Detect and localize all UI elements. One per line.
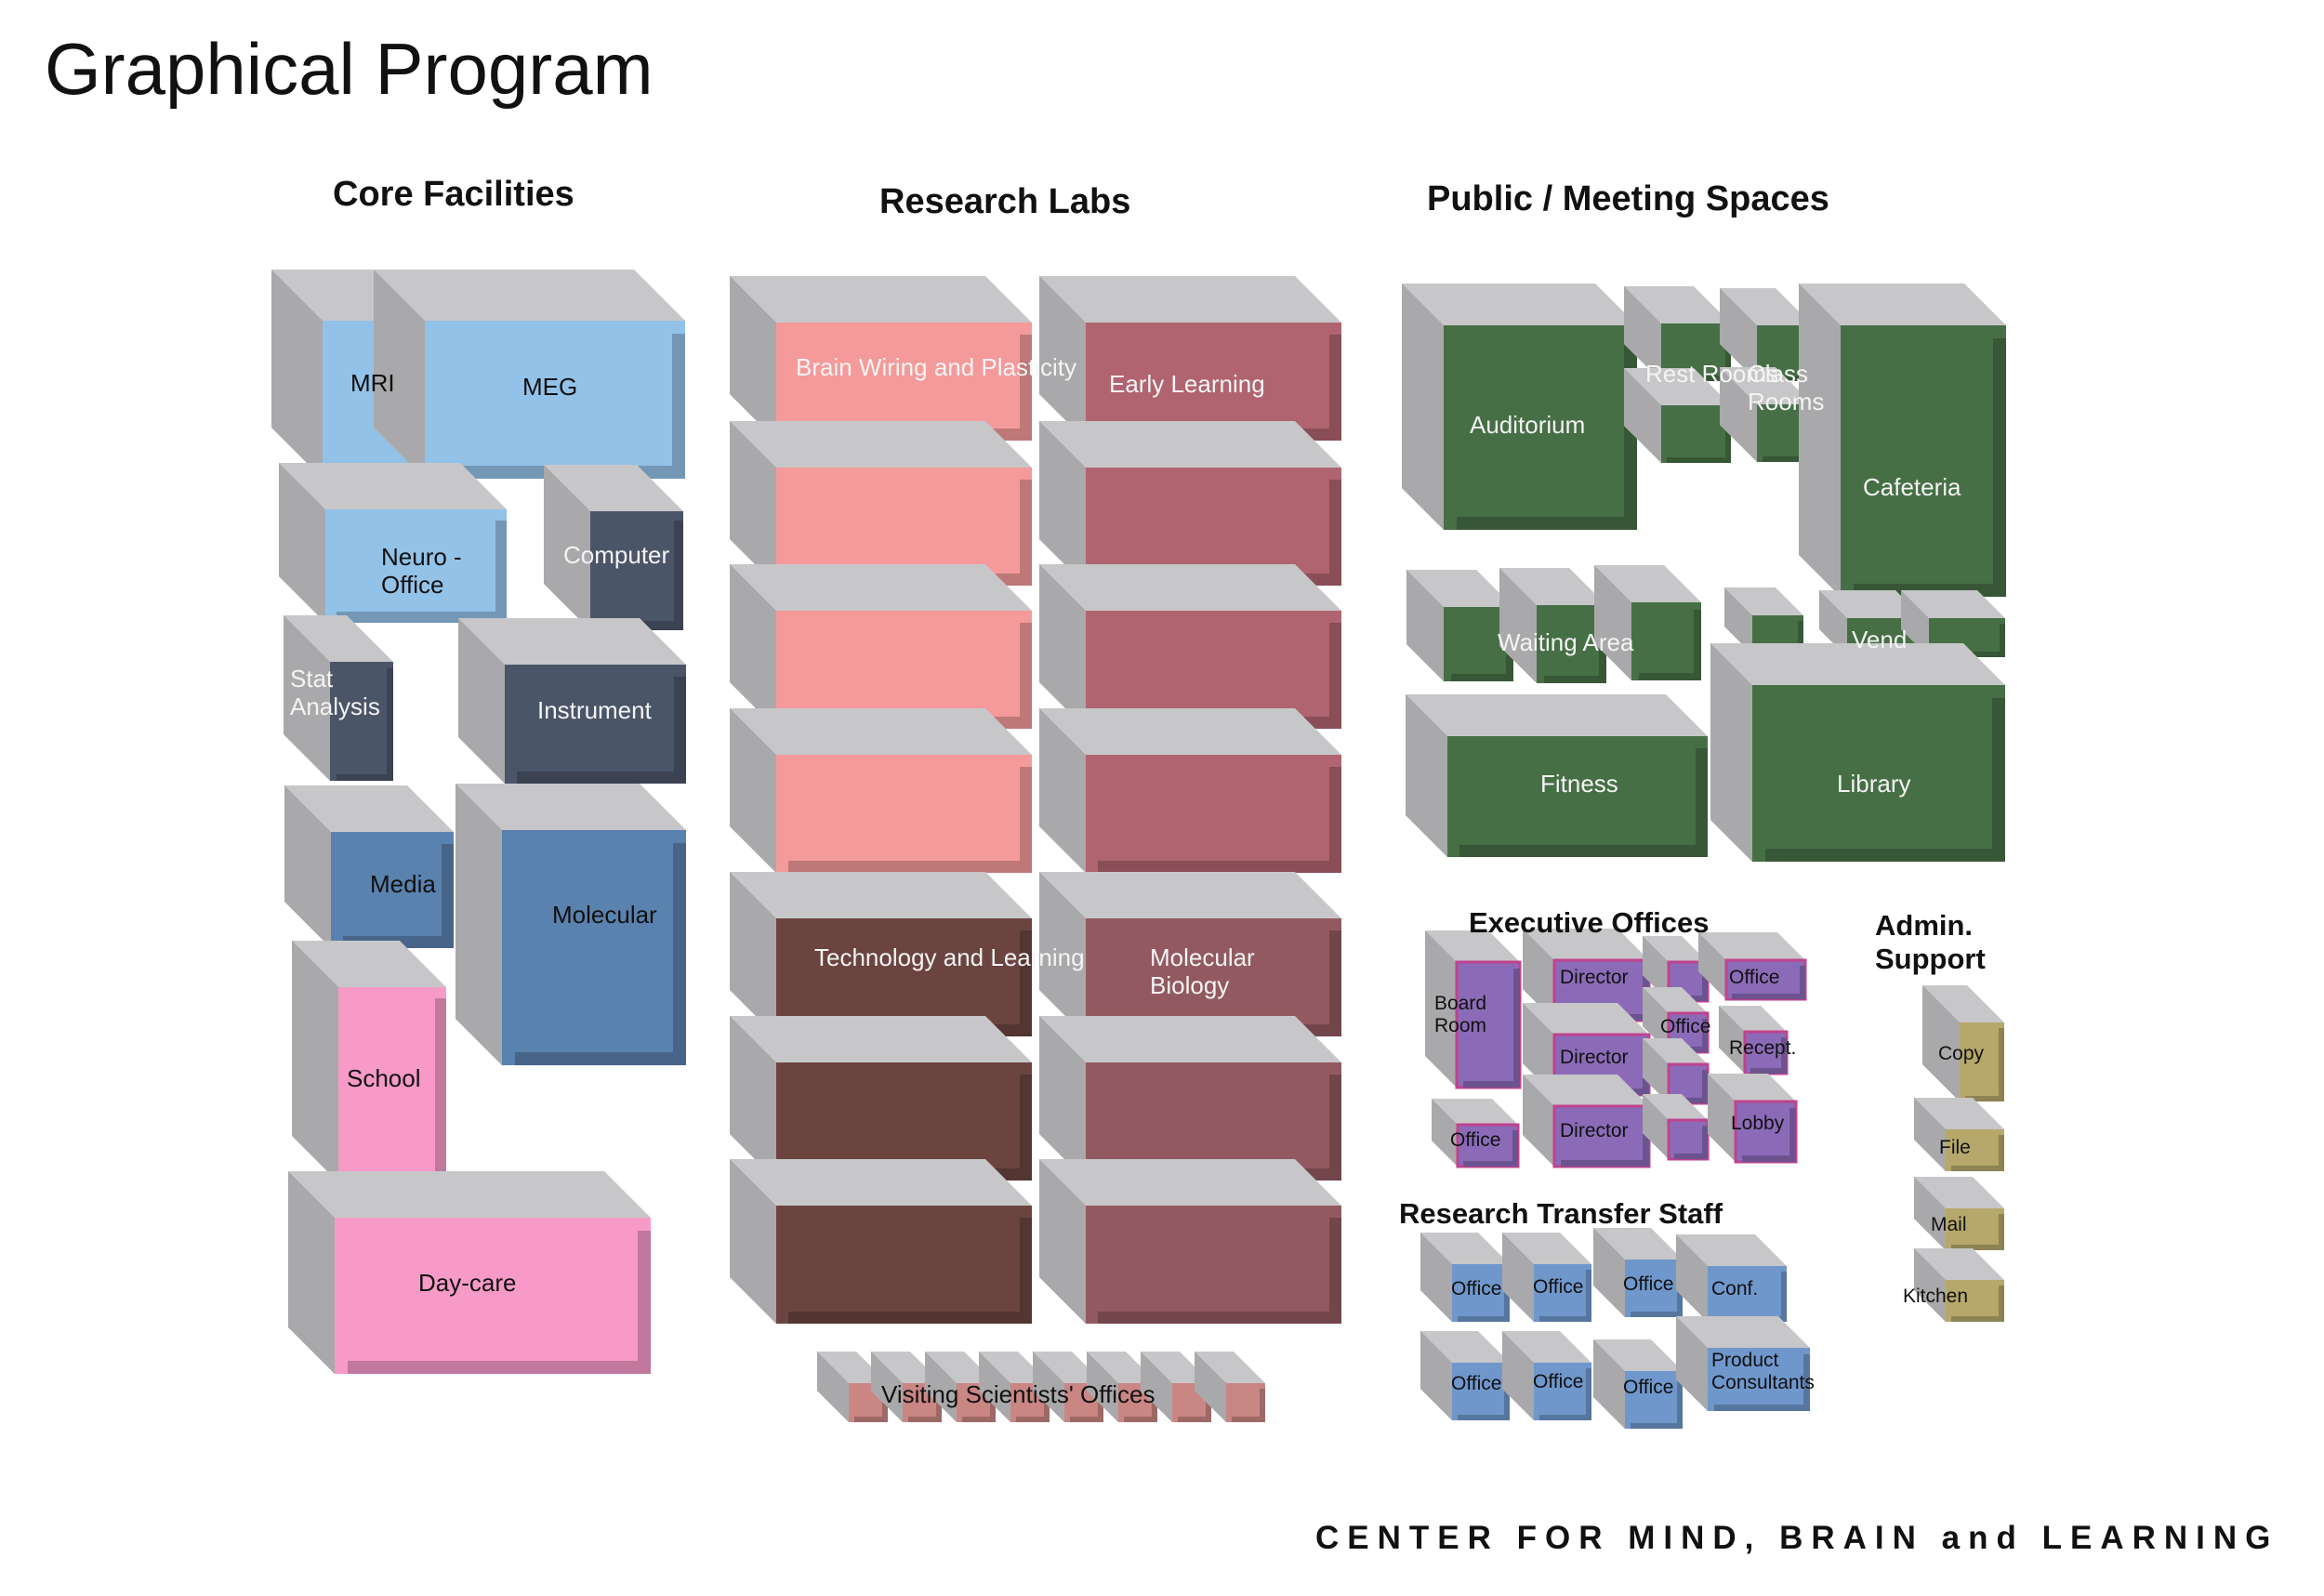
section-admin-support: Admin. Support: [1875, 909, 1986, 975]
room-stat-analysis: [330, 662, 393, 781]
room-exec-office-top: [1724, 958, 1807, 1001]
room-file: [1946, 1129, 2004, 1171]
room-label-director-3: Director: [1560, 1120, 1629, 1141]
lab-label-visiting-scientists: Visiting Scientists' Offices: [881, 1380, 1155, 1408]
room-label-director-1: Director: [1560, 967, 1629, 988]
room-label-waiting-area: Waiting Area: [1498, 628, 1634, 656]
room-label-file: File: [1939, 1137, 1971, 1158]
room-board-room: [1455, 960, 1522, 1089]
room-label-computer: Computer: [563, 541, 670, 569]
room-label-product-consultants: Product Consultants: [1711, 1350, 1815, 1394]
room-label-transfer-office-1: Office: [1451, 1278, 1502, 1299]
lab-right-7: [1086, 1206, 1341, 1324]
room-cafeteria: [1841, 325, 2006, 597]
section-public-meeting: Public / Meeting Spaces: [1427, 179, 1829, 218]
room-label-director-2: Director: [1560, 1047, 1629, 1068]
room-transfer-office-1: [1452, 1264, 1510, 1322]
room-label-daycare: Day-care: [418, 1269, 517, 1297]
room-label-class-rooms: Class Rooms: [1748, 360, 1825, 415]
lab-left-4: [776, 755, 1032, 873]
room-label-vend: Vend: [1852, 626, 1908, 653]
page-title: Graphical Program: [45, 28, 654, 110]
room-label-instrument: Instrument: [537, 696, 652, 724]
room-fitness: [1447, 736, 1708, 857]
section-executive-offices: Executive Offices: [1469, 906, 1710, 939]
room-product-consultants: [1708, 1348, 1810, 1411]
room-label-meg: MEG: [522, 373, 578, 401]
room-transfer-office-4: [1452, 1363, 1510, 1420]
lab-right-4: [1086, 755, 1341, 873]
room-transfer-office-6: [1625, 1371, 1683, 1429]
lab-left-7: [776, 1206, 1032, 1324]
lab-label-early-learning: Early Learning: [1109, 370, 1265, 398]
section-core-facilities: Core Facilities: [333, 175, 574, 214]
footer-title: CENTER FOR MIND, BRAIN and LEARNING: [1315, 1520, 2279, 1556]
visiting-office-8: [1226, 1383, 1265, 1422]
room-library: [1752, 685, 2005, 862]
room-computer: [590, 511, 683, 630]
room-neuro-office: [325, 509, 507, 623]
room-waiting-3: [1631, 602, 1701, 680]
room-label-board-room: Board Room: [1434, 993, 1487, 1037]
room-label-transfer-office-6: Office: [1623, 1377, 1674, 1398]
room-label-rest-rooms: Rest Rooms: [1645, 360, 1779, 388]
room-director-3: [1552, 1104, 1651, 1168]
room-label-recept: Recept.: [1729, 1037, 1797, 1059]
room-copy: [1960, 1022, 2004, 1101]
room-rest-room-2: [1661, 405, 1731, 463]
room-label-conf: Conf.: [1711, 1278, 1759, 1299]
room-mail: [1946, 1208, 2004, 1250]
room-molecular: [502, 830, 686, 1065]
room-label-stat-analysis: Stat Analysis: [290, 665, 380, 720]
room-transfer-office-3: [1625, 1260, 1683, 1317]
room-kitchen: [1946, 1280, 2004, 1322]
room-label-transfer-office-3: Office: [1623, 1273, 1674, 1295]
room-label-office-exec-top: Office: [1729, 967, 1780, 988]
room-label-mail: Mail: [1931, 1214, 1967, 1235]
room-exec-office-low: [1456, 1123, 1520, 1168]
room-label-molecular: Molecular: [552, 901, 657, 929]
room-transfer-office-5: [1534, 1363, 1591, 1420]
room-label-transfer-office-2: Office: [1533, 1276, 1584, 1298]
room-label-media: Media: [370, 870, 436, 898]
section-research-labs: Research Labs: [879, 182, 1131, 221]
room-exec-small-4: [1667, 1118, 1710, 1161]
room-recept: [1743, 1030, 1789, 1075]
room-label-copy: Copy: [1938, 1043, 1985, 1064]
room-label-auditorium: Auditorium: [1470, 411, 1586, 439]
room-label-library: Library: [1837, 770, 1911, 798]
room-label-cafeteria: Cafeteria: [1863, 473, 1961, 501]
lab-left-1: [776, 323, 1032, 441]
section-research-transfer-staff: Research Transfer Staff: [1399, 1197, 1723, 1230]
room-label-school: School: [347, 1064, 421, 1092]
room-daycare: [335, 1218, 651, 1374]
room-label-kitchen: Kitchen: [1903, 1286, 1969, 1307]
room-label-transfer-office-4: Office: [1451, 1373, 1502, 1394]
room-label-fitness: Fitness: [1540, 770, 1618, 798]
room-label-mri: MRI: [350, 369, 395, 397]
room-transfer-office-2: [1534, 1264, 1591, 1322]
room-label-neuro-office: Neuro - Office: [381, 543, 462, 599]
lab-label-molecular-biology: Molecular Biology: [1150, 943, 1255, 999]
room-label-office-exec-mid: Office: [1660, 1016, 1711, 1037]
room-label-transfer-office-5: Office: [1533, 1371, 1584, 1392]
room-label-lobby: Lobby: [1731, 1113, 1785, 1134]
lab-label-technology-learning: Technology and Learning: [814, 943, 1085, 971]
lab-label-brain-wiring: Brain Wiring and Plasticity: [796, 353, 1076, 381]
room-lobby: [1734, 1100, 1798, 1164]
room-instrument: [505, 665, 686, 784]
room-media: [331, 832, 454, 948]
room-label-office-exec-low: Office: [1450, 1129, 1501, 1151]
